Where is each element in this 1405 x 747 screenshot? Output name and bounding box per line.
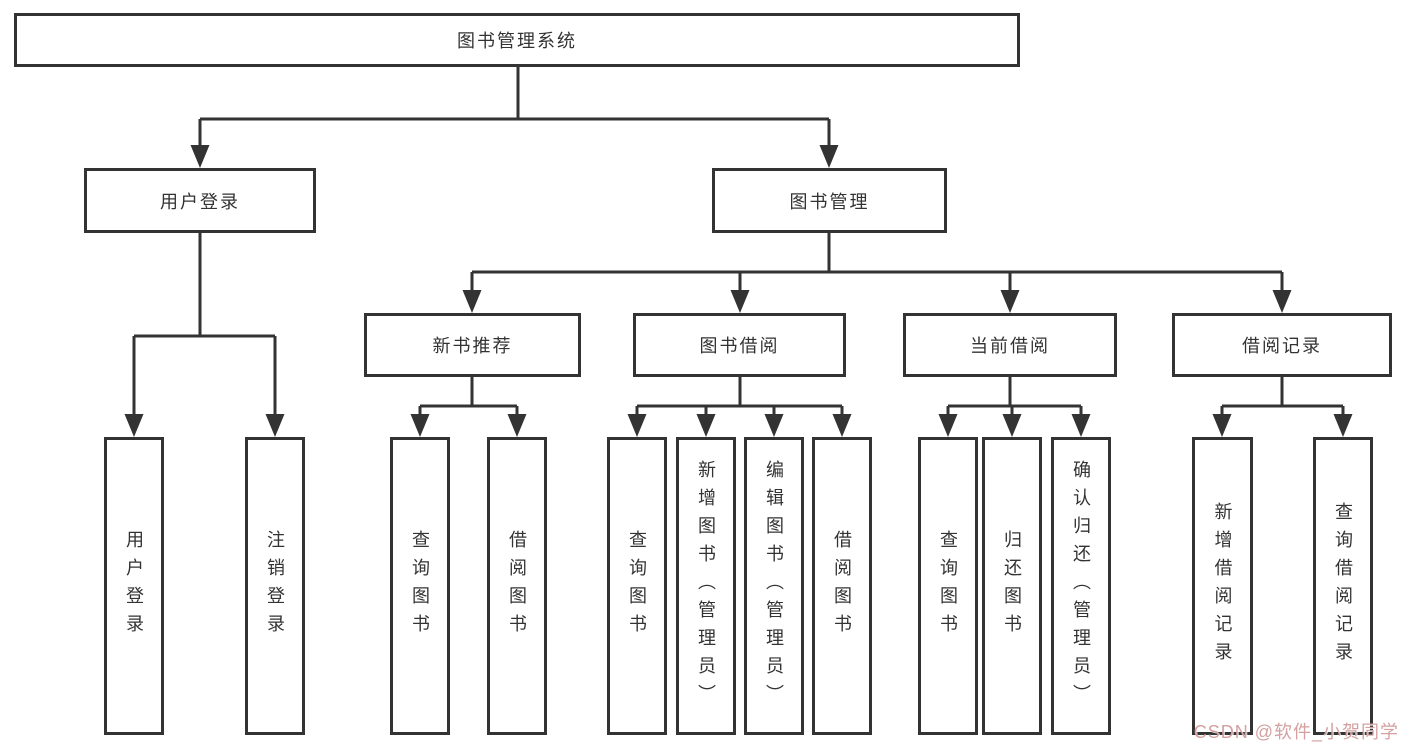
arrowhead: [190, 145, 210, 168]
leaf-borrowing-borrow-books: 借阅图书: [812, 437, 872, 735]
node-root-system: 图书管理系统: [14, 13, 1020, 67]
leaf-logout: 注销登录: [245, 437, 305, 735]
node-book-management: 图书管理: [712, 168, 947, 233]
arrowhead: [819, 145, 839, 168]
leaf-borrowing-add-books-admin: 新增图书（管理员）: [676, 437, 736, 735]
leaf-borrowing-edit-books-admin: 编辑图书（管理员）: [744, 437, 804, 735]
leaf-recommend-query-books: 查询图书: [390, 437, 450, 735]
arrowhead: [1000, 290, 1020, 313]
arrowhead: [462, 290, 482, 313]
connector-root-to-level2: [190, 67, 839, 168]
node-borrowing-records: 借阅记录: [1172, 313, 1392, 377]
node-current-borrowing: 当前借阅: [903, 313, 1117, 377]
leaf-records-query-record: 查询借阅记录: [1313, 437, 1373, 735]
leaf-current-return-books: 归还图书: [982, 437, 1042, 735]
leaf-recommend-borrow-books: 借阅图书: [487, 437, 547, 735]
arrowhead: [410, 414, 430, 437]
arrowhead: [507, 414, 527, 437]
leaf-current-confirm-return-admin: 确认归还（管理员）: [1051, 437, 1111, 735]
connector-current-borrow-to-leaves: [938, 377, 1091, 437]
arrowhead: [627, 414, 647, 437]
connector-book-borrow-to-leaves: [627, 377, 852, 437]
arrowhead: [832, 414, 852, 437]
leaf-borrowing-query-books: 查询图书: [607, 437, 667, 735]
csdn-watermark: CSDN @软件_小贺同学: [1193, 722, 1399, 742]
connector-new-book-to-leaves: [410, 377, 527, 437]
arrowhead: [1212, 414, 1232, 437]
arrowhead: [730, 290, 750, 313]
arrowhead: [1333, 414, 1353, 437]
connector-user-login-to-leaves: [124, 233, 285, 437]
node-new-book-recommendation: 新书推荐: [364, 313, 581, 377]
arrowhead: [938, 414, 958, 437]
arrowhead: [1002, 414, 1022, 437]
leaf-records-add-record: 新增借阅记录: [1192, 437, 1253, 735]
arrowhead: [1071, 414, 1091, 437]
node-book-borrowing: 图书借阅: [633, 313, 846, 377]
node-user-login: 用户登录: [84, 168, 316, 233]
arrowhead: [124, 414, 144, 437]
connector-book-management-to-level3: [462, 233, 1292, 313]
leaf-current-query-books: 查询图书: [918, 437, 978, 735]
arrowhead: [265, 414, 285, 437]
arrowhead: [696, 414, 716, 437]
arrowhead: [1272, 290, 1292, 313]
leaf-user-login: 用户登录: [104, 437, 164, 735]
arrowhead: [764, 414, 784, 437]
connector-borrow-records-to-leaves: [1212, 377, 1353, 437]
